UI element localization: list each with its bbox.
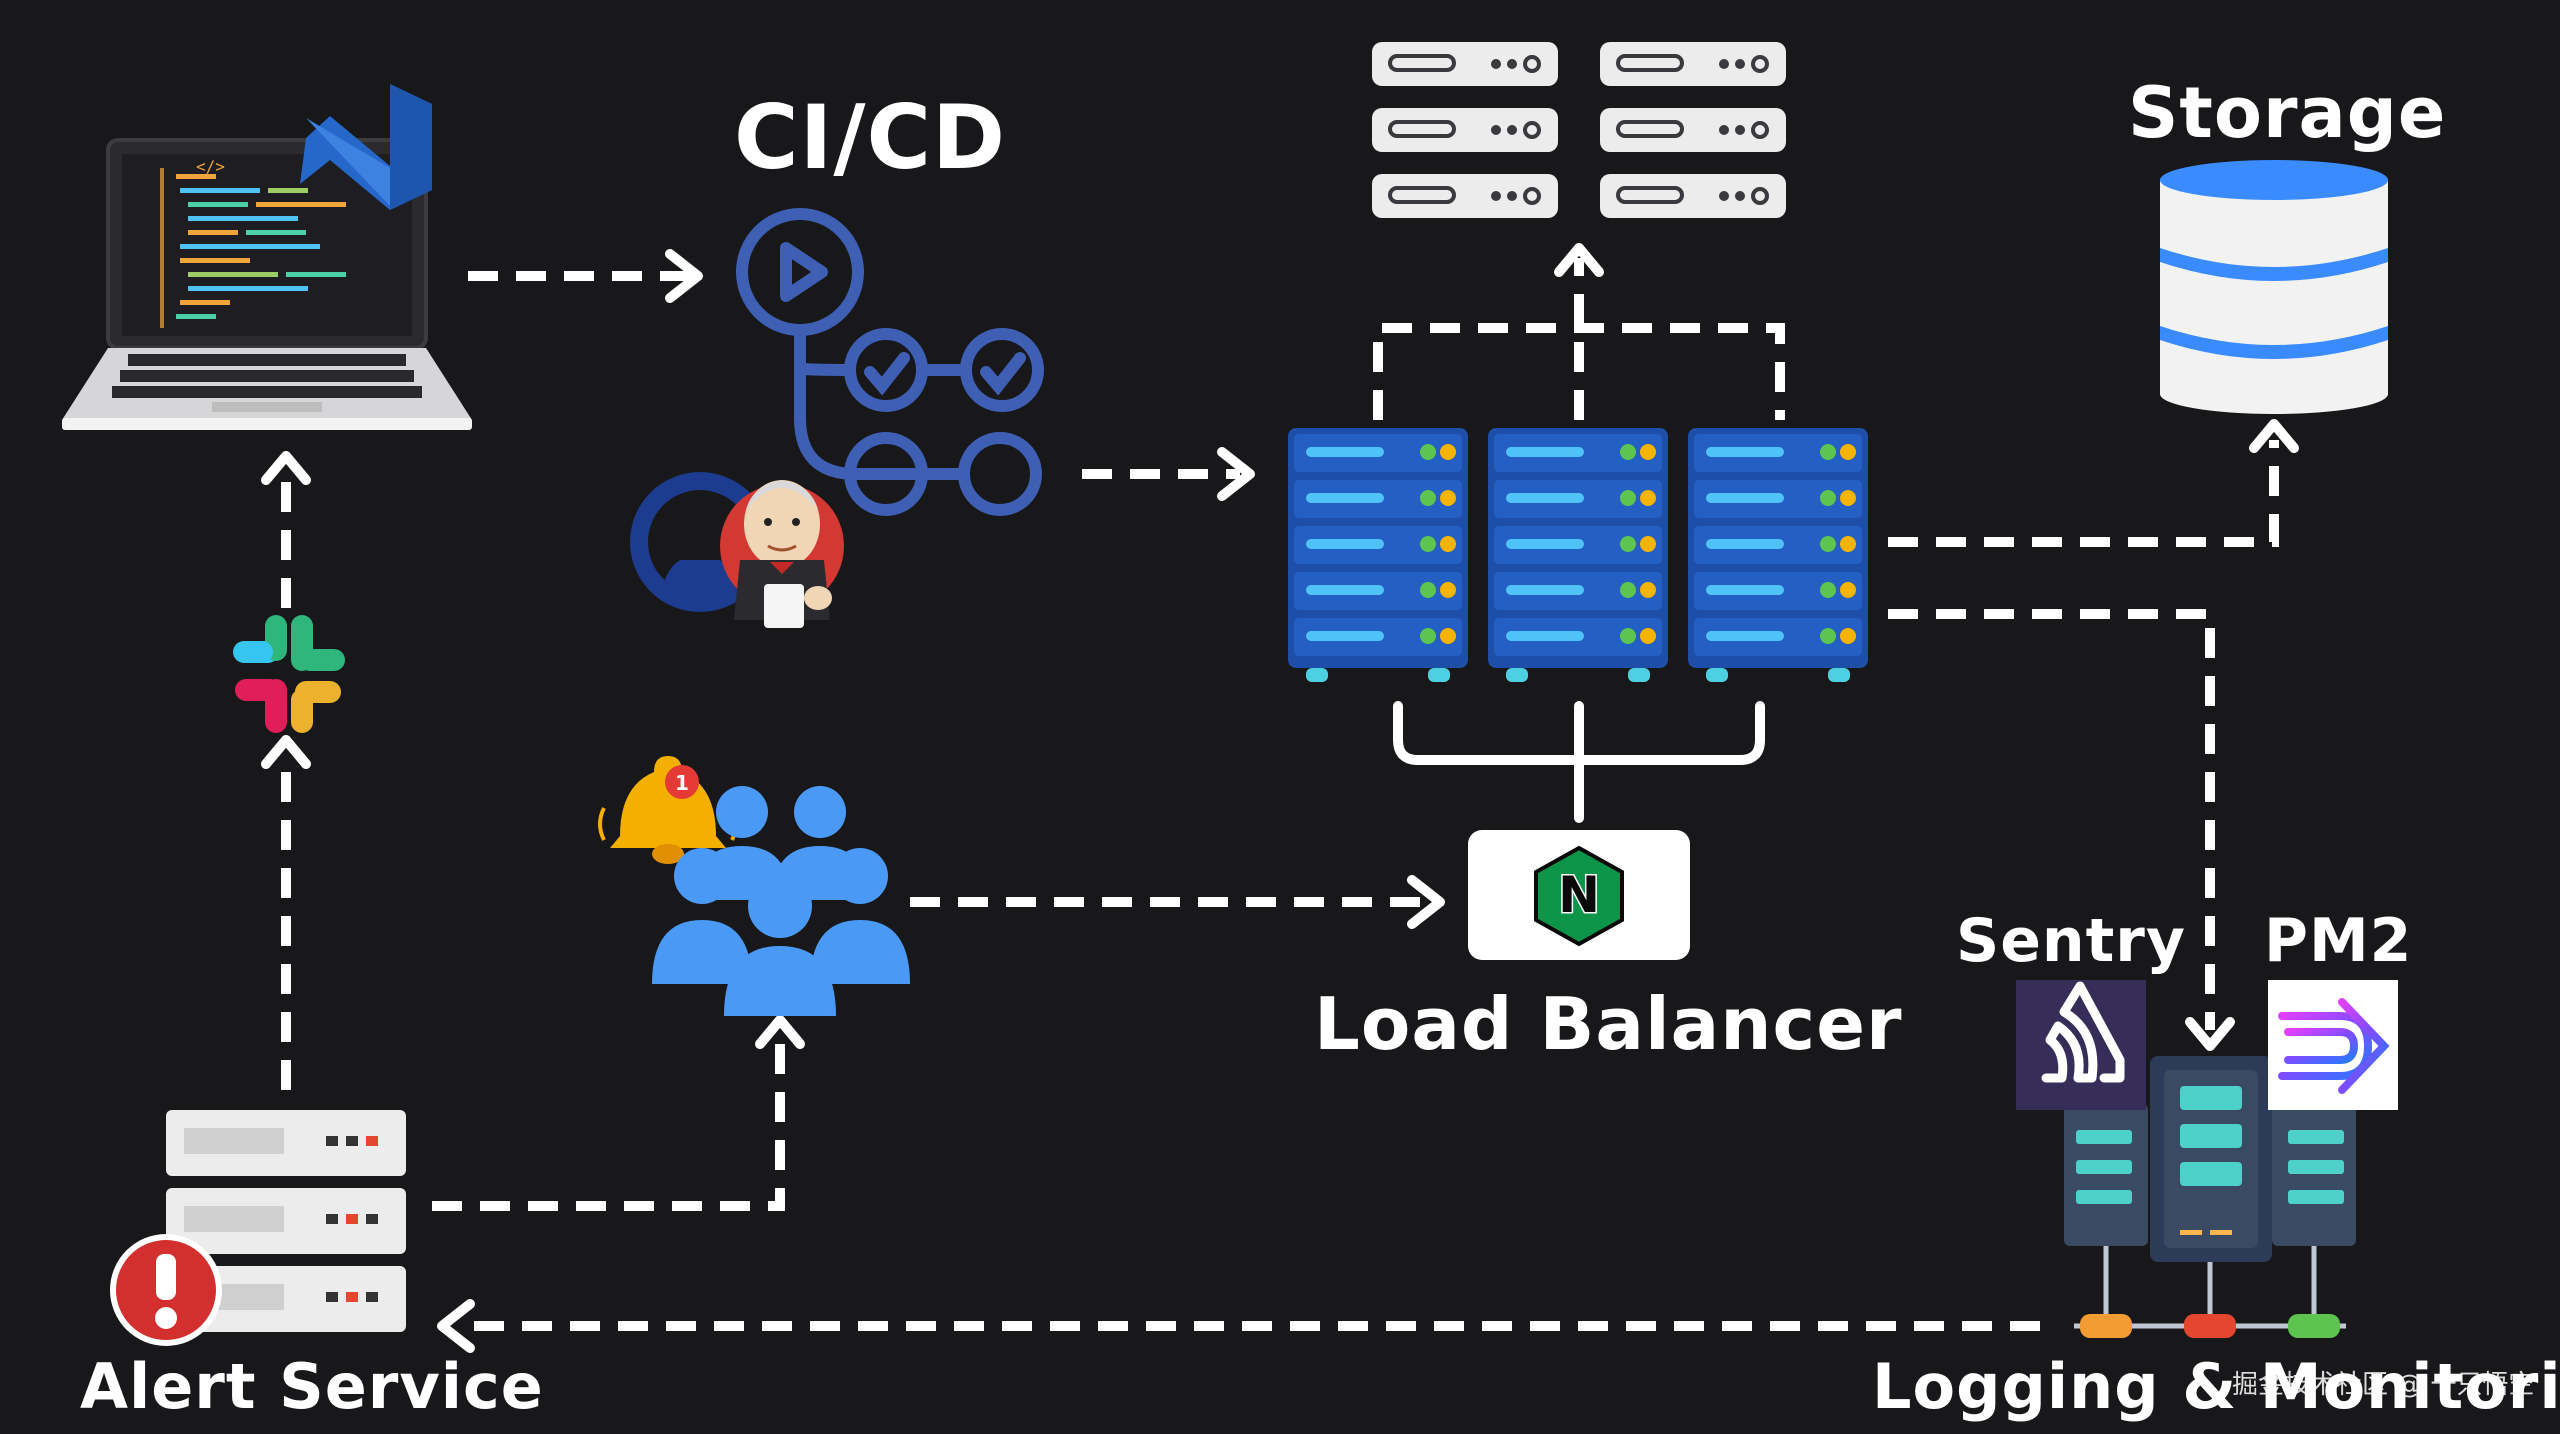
arrowhead-storage — [2249, 419, 2299, 453]
logging-monitoring-label: Logging & Monitoring — [1872, 1350, 2560, 1423]
nginx-icon — [1468, 830, 1690, 960]
arrowhead-cicd — [665, 249, 703, 303]
arrowhead-servers — [1217, 447, 1255, 501]
nginx-letter: N — [1558, 866, 1600, 924]
monitoring-server-icon — [2064, 1056, 2356, 1338]
sentry-label: Sentry — [1956, 906, 2187, 976]
connector-servers-to-storage — [1888, 440, 2279, 547]
arrowhead-laptop — [261, 451, 311, 485]
connector-alert-to-users — [432, 1040, 785, 1211]
server-rack-icon — [1372, 42, 1786, 218]
alert-icon — [110, 1234, 222, 1346]
server-rack-3 — [1688, 428, 1868, 682]
sentry-icon — [2016, 980, 2146, 1110]
cicd-label: CI/CD — [734, 86, 1007, 189]
arrowhead-alert — [437, 1299, 475, 1353]
bell-icon — [598, 756, 738, 864]
pipeline-dots — [868, 468, 904, 480]
code-lines — [160, 168, 346, 328]
connector-servers-to-monitoring — [1888, 609, 2215, 1030]
slack-icon — [233, 615, 345, 733]
arrowhead-lb — [1407, 875, 1445, 929]
server-rack-1 — [1288, 428, 1468, 682]
pm2-icon — [2268, 980, 2398, 1110]
top-rack-left — [1372, 42, 1558, 218]
load-balancer-label: Load Balancer — [1314, 982, 1903, 1066]
app-servers — [1288, 428, 1868, 682]
connector-lb-bracket — [1393, 701, 1765, 823]
storage-label: Storage — [2128, 72, 2447, 154]
top-rack-right — [1600, 42, 1786, 218]
arrowhead-monitoring — [2185, 1017, 2235, 1051]
laptop-icon: </> — [62, 138, 472, 430]
arrowhead-slack — [261, 735, 311, 769]
pm2-label: PM2 — [2264, 906, 2413, 976]
jenkins-icon — [720, 480, 844, 628]
alert-server-icon — [166, 1110, 406, 1332]
keyboard — [112, 354, 422, 412]
pipeline-icon — [736, 208, 1044, 516]
notification-count: 1 — [675, 771, 689, 795]
users-icon — [652, 786, 910, 1016]
top-rack-lights — [1491, 55, 1769, 205]
arrowhead-users — [755, 1015, 805, 1049]
arrowhead-top-rack — [1554, 243, 1604, 277]
top-rack-slots — [1388, 54, 1684, 204]
alert-service-label: Alert Service — [80, 1350, 544, 1423]
database-icon — [2160, 160, 2388, 414]
server-rack-2 — [1488, 428, 1668, 682]
connector-servers-to-top-rack — [1373, 258, 1785, 420]
watermark: 掘金技术社区 @ 一只悟空 — [2232, 1370, 2535, 1400]
code-tag: </> — [196, 157, 225, 176]
vscode-icon — [300, 84, 432, 210]
